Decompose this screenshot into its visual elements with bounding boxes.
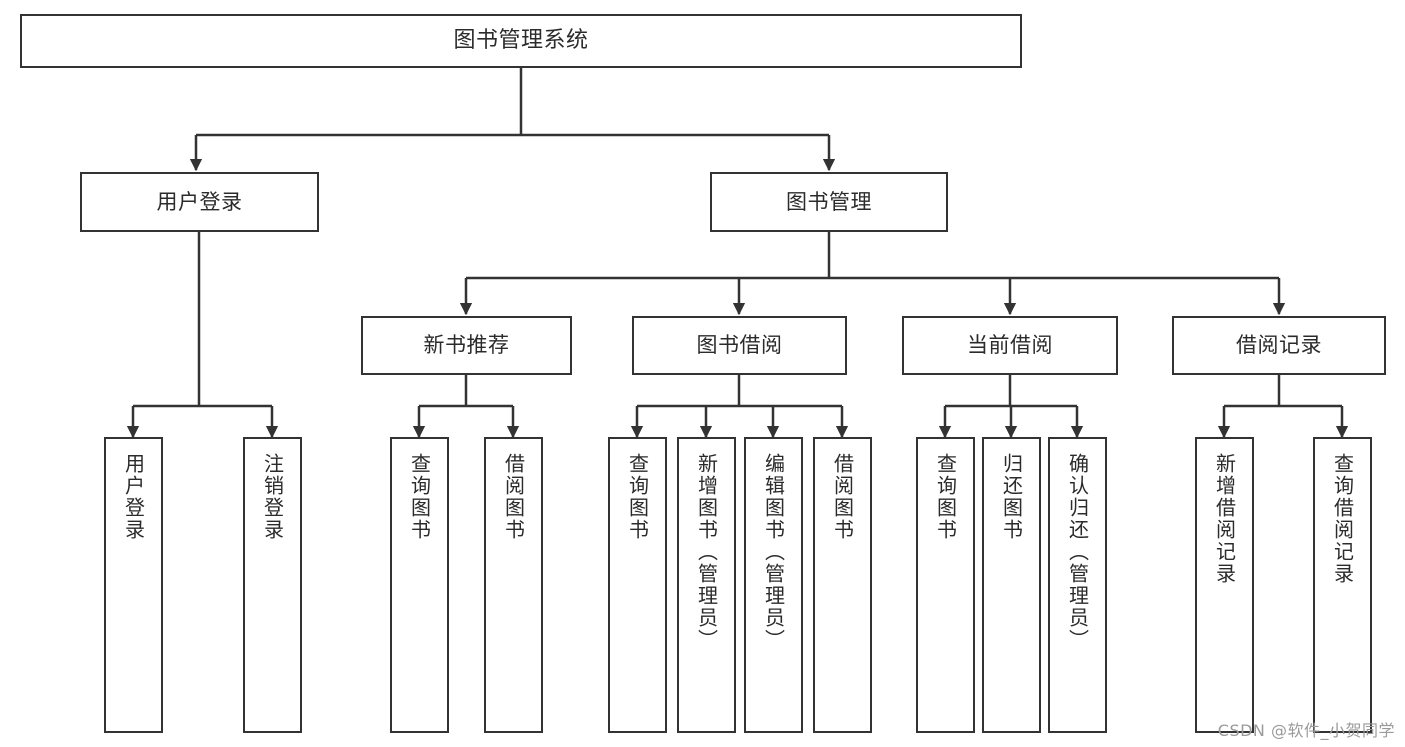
node-label: 查询图书 (625, 453, 650, 541)
node-label: 图书借阅 (696, 333, 783, 358)
node-leaf-user-login[interactable]: 用户登录 (104, 437, 163, 733)
node-label: 新增图书（管理员） (694, 453, 719, 651)
node-label: 用户登录 (121, 453, 146, 541)
node-label: 用户登录 (156, 189, 243, 214)
node-leaf-query-book-3[interactable]: 查询图书 (916, 437, 975, 733)
node-label: 新增借阅记录 (1212, 453, 1237, 585)
node-label: 确认归还（管理员） (1065, 453, 1090, 651)
node-leaf-return-book[interactable]: 归还图书 (982, 437, 1041, 733)
node-label: 图书管理 (786, 189, 872, 214)
node-leaf-query-book-2[interactable]: 查询图书 (608, 437, 667, 733)
node-new-book-recommend[interactable]: 新书推荐 (361, 316, 572, 375)
node-label: 新书推荐 (423, 333, 510, 358)
node-book-management[interactable]: 图书管理 (710, 172, 948, 232)
node-book-borrow[interactable]: 图书借阅 (632, 316, 847, 375)
node-label: 借阅图书 (501, 453, 526, 541)
node-label: 查询图书 (933, 453, 958, 541)
node-leaf-logout-login[interactable]: 注销登录 (243, 437, 302, 733)
node-label: 图书管理系统 (453, 28, 589, 54)
node-current-borrow[interactable]: 当前借阅 (902, 316, 1118, 375)
node-label: 借阅记录 (1236, 333, 1322, 358)
node-leaf-add-record[interactable]: 新增借阅记录 (1195, 437, 1254, 733)
node-label: 注销登录 (260, 453, 285, 541)
node-leaf-confirm-return[interactable]: 确认归还（管理员） (1048, 437, 1107, 733)
node-leaf-add-book[interactable]: 新增图书（管理员） (677, 437, 736, 733)
node-label: 当前借阅 (967, 333, 1053, 358)
node-borrow-record[interactable]: 借阅记录 (1172, 316, 1386, 375)
watermark-text: CSDN @软件_小贺同学 (1217, 721, 1395, 740)
node-leaf-query-record[interactable]: 查询借阅记录 (1313, 437, 1372, 733)
node-label: 查询借阅记录 (1330, 453, 1355, 585)
node-label: 借阅图书 (830, 453, 855, 541)
node-label: 编辑图书（管理员） (761, 453, 786, 651)
node-leaf-query-book-1[interactable]: 查询图书 (390, 437, 449, 733)
node-leaf-borrow-book-2[interactable]: 借阅图书 (813, 437, 872, 733)
node-leaf-borrow-book-1[interactable]: 借阅图书 (484, 437, 543, 733)
node-leaf-edit-book[interactable]: 编辑图书（管理员） (744, 437, 803, 733)
node-label: 归还图书 (999, 453, 1024, 541)
node-label: 查询图书 (407, 453, 432, 541)
node-user-login[interactable]: 用户登录 (80, 172, 319, 232)
node-root-system[interactable]: 图书管理系统 (20, 14, 1022, 68)
